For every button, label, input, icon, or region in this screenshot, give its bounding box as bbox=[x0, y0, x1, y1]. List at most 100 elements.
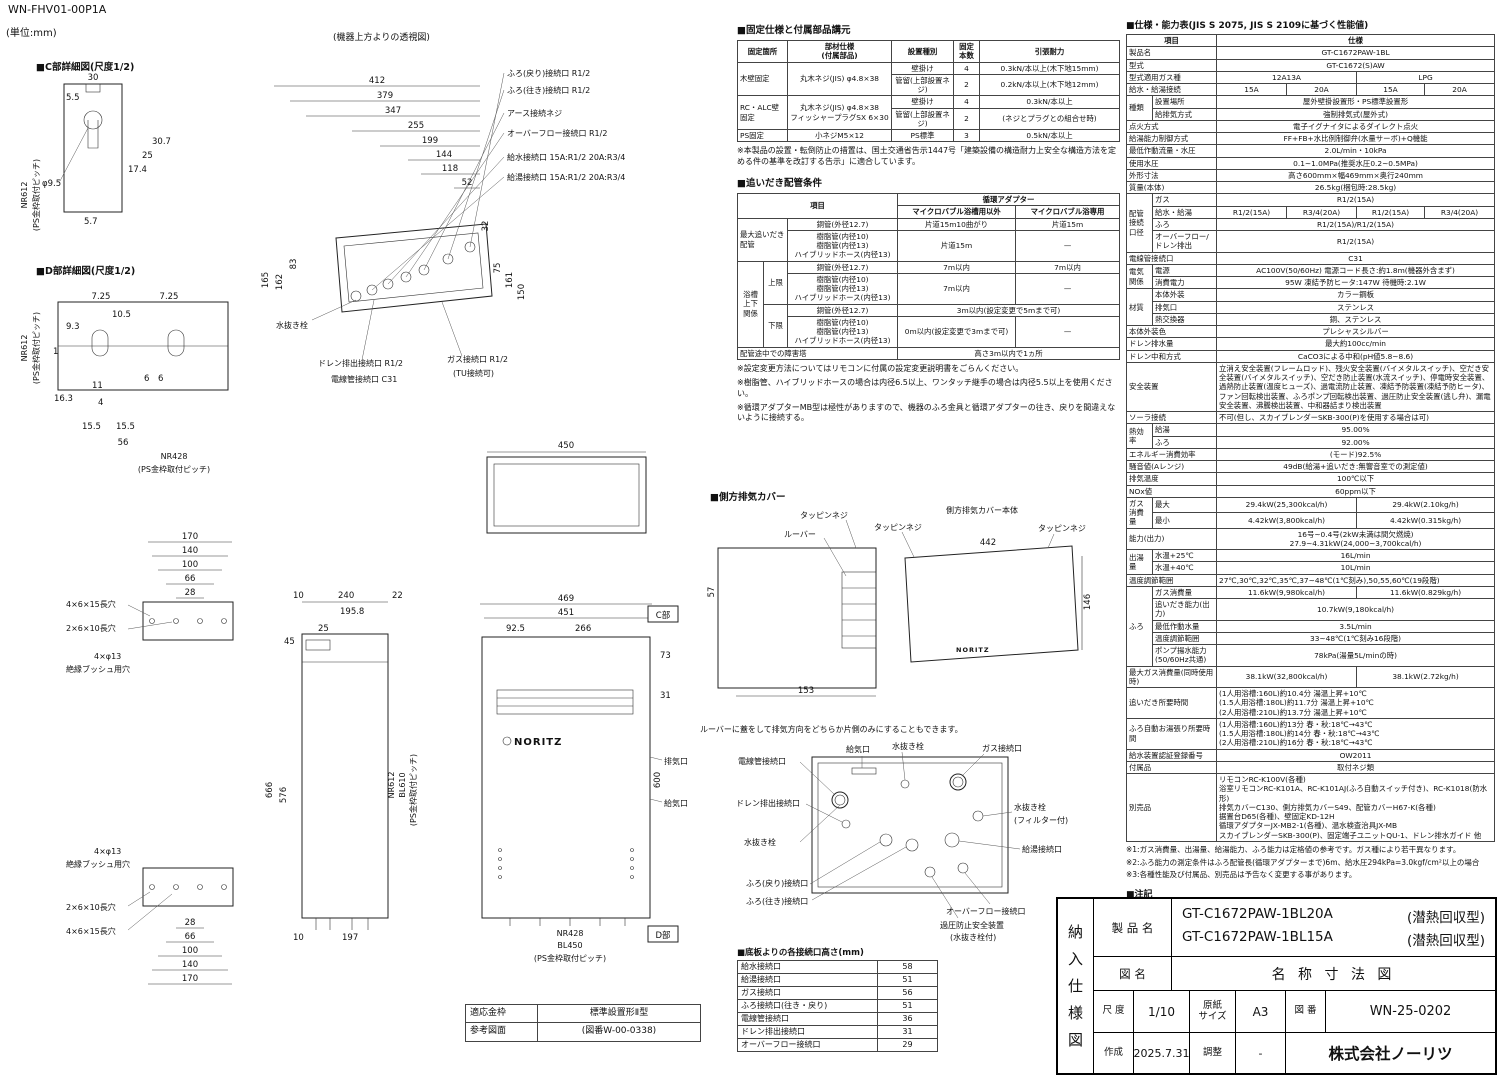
table-cell: 49dB(給湯+追いだき:無響音室での測定値) bbox=[1216, 459, 1496, 474]
table-cell: 壁掛け bbox=[891, 61, 954, 75]
gas-port-note: (TU接続可) bbox=[453, 368, 494, 378]
dim: 45 bbox=[284, 637, 295, 647]
tapping-screw-label: タッピンネジ bbox=[874, 523, 922, 532]
dim: 1 bbox=[53, 347, 58, 357]
table-cell: 0.5kN/本以上 bbox=[979, 128, 1120, 143]
scale-row: 尺 度 1/10 原紙 サイズ A3 図 番 WN-25-0202 bbox=[1094, 991, 1495, 1033]
table-cell: AC100V(50/60Hz) 電源コード長さ:約1.8m(機器外含まず) bbox=[1216, 263, 1496, 278]
drain-plug-label: 水抜き栓 bbox=[744, 837, 776, 847]
dim: 92.5 bbox=[506, 624, 525, 634]
product-model: GT-C1672PAW-1BL15A bbox=[1182, 929, 1333, 945]
table-cell: 16L/min bbox=[1216, 548, 1496, 563]
exhaust-label: 排気口 bbox=[664, 756, 688, 766]
center-tables-column: ■固定仕様と付属部品講元 固定箇所部材仕様 (付属部品)設置種別固定本数引張耐力… bbox=[736, 22, 1122, 424]
table-cell: 設置場所 bbox=[1151, 95, 1218, 109]
dim: 73 bbox=[660, 651, 671, 661]
table-cell: 型式 bbox=[1125, 58, 1218, 72]
side-view: 10 240 22 195.8 25 45 666 576 NR612 BL61… bbox=[265, 591, 418, 943]
dim: 170 bbox=[182, 532, 198, 542]
product-names: GT-C1672PAW-1BL20A (潜熱回収型) GT-C1672PAW-1… bbox=[1172, 899, 1495, 956]
d-section-tag: D部 bbox=[655, 930, 671, 941]
tapping-screw-label: タッピンネジ bbox=[800, 511, 848, 520]
table-cell: 95.00% bbox=[1216, 423, 1496, 437]
piping-table: 項目循環アダプターマイクロバブル浴槽用以外マイクロバブル浴専用最大追いだき配管銅… bbox=[736, 193, 1121, 360]
dim: 165 bbox=[261, 272, 271, 288]
table-cell: 樹脂管(内径10) 樹脂管(内径13) ハイブリッドホース(内径13) bbox=[786, 272, 899, 305]
table-cell: R1/2(15A)/R1/2(15A) bbox=[1216, 217, 1496, 232]
dim: 5.7 bbox=[84, 217, 98, 227]
mounting-holes-bottom: 4×φ13 絶縁ブッシュ用穴 2×6×10長穴 4×6×15長穴 28 66 1… bbox=[66, 847, 234, 985]
table-cell: オーバーフロー接続口 bbox=[737, 1038, 878, 1052]
table-cell: (図番W-00-0338) bbox=[537, 1022, 701, 1042]
conduit-label: 電線管接続口 C31 bbox=[331, 374, 397, 384]
drain-plug-label: 水抜き栓 bbox=[1014, 802, 1046, 812]
table-cell: リモコンRC-K100V(各種) 浴室リモコンRC-K101A、RC-K101A… bbox=[1216, 773, 1496, 842]
table-cell: ガス消費量 bbox=[1126, 496, 1153, 529]
table-cell: プレシャスシルバー bbox=[1216, 324, 1496, 339]
top-perspective-view: (機器上方よりの透視図) 412 379 347 255 199 144 118… bbox=[261, 31, 625, 384]
cover-body-label: 側方排気カバー本体 bbox=[946, 505, 1018, 515]
table-cell: (1人用浴槽:160L)約10.4分 湯温上昇+10℃ (1.5人用浴槽:180… bbox=[1216, 687, 1496, 719]
table-cell: 給湯 bbox=[1151, 423, 1218, 437]
dim: 150 bbox=[517, 284, 527, 300]
table-cell: 樹脂管(内径10) 樹脂管(内径13) ハイブリッドホース(内径13) bbox=[786, 315, 899, 348]
created-value: 2025.7.31 bbox=[1134, 1033, 1190, 1073]
slot-label: 4×6×15長穴 bbox=[66, 599, 116, 609]
slot-label: 2×6×10長穴 bbox=[66, 623, 116, 633]
table-cell: ステンレス bbox=[1216, 300, 1496, 314]
table-cell: 温度調節範囲 bbox=[1151, 631, 1218, 646]
table-cell: 項目 bbox=[1125, 33, 1218, 48]
pitch-label: NR612 bbox=[20, 182, 29, 209]
port-label: ふろ(往き)接続口 R1/2 bbox=[507, 85, 590, 95]
pitch-note: (PS金枠取付ピッチ) bbox=[31, 312, 41, 384]
table-cell: LPG bbox=[1356, 70, 1496, 85]
furo-supply-label: ふろ(往き)接続口 bbox=[746, 896, 808, 906]
footer-row: 作成 2025.7.31 調整 - 株式会社ノーリツ bbox=[1094, 1033, 1495, 1073]
dim: 146 bbox=[1083, 594, 1093, 610]
table-cell: 電子イグナイタによるダイレクト点火 bbox=[1216, 119, 1496, 134]
figure-name: 名 称 寸 法 図 bbox=[1271, 966, 1396, 983]
table-cell: 4.42kW(3,800kcal/h) bbox=[1216, 512, 1358, 529]
pitch-note: (PS金枠取付ピッチ) bbox=[31, 159, 41, 231]
table-cell: 安全装置 bbox=[1125, 361, 1218, 413]
table-cell: 熱交換器 bbox=[1151, 312, 1218, 327]
table-cell: 追いだき能力(出力) bbox=[1151, 598, 1218, 621]
dim: 170 bbox=[182, 974, 198, 984]
table-cell: RC・ALC壁固定 bbox=[737, 95, 788, 130]
fixing-table-title: ■固定仕様と付属部品講元 bbox=[737, 25, 851, 36]
table-cell: — bbox=[1015, 272, 1121, 305]
table-cell: 使用水圧 bbox=[1125, 156, 1218, 170]
title-block: 納入仕様図 製 品 名 GT-C1672PAW-1BL20A (潜熱回収型) G… bbox=[1056, 897, 1497, 1075]
dim: 412 bbox=[369, 76, 385, 86]
table-cell: ふろ bbox=[1126, 585, 1153, 667]
tapping-screw-label: タッピンネジ bbox=[1038, 524, 1086, 533]
pitch-label: NR428 bbox=[557, 929, 584, 938]
drain-outlet-label: ドレン排出接続口 R1/2 bbox=[318, 358, 403, 368]
spec-table-title: ■仕様・能力表(JIS S 2075, JIS S 2109に基づく性能値) bbox=[1126, 21, 1369, 31]
spec-column: ■仕様・能力表(JIS S 2075, JIS S 2109に基づく性能値) 項… bbox=[1125, 18, 1496, 951]
table-cell: 樹脂管(内径10) 樹脂管(内径13) ハイブリッドホース(内径13) bbox=[786, 229, 899, 262]
table-cell: 銅管(外径12.7) bbox=[786, 217, 899, 231]
table-cell: 片道15m bbox=[897, 229, 1017, 262]
table-cell: 4 bbox=[953, 95, 980, 109]
table-cell: 78kPa(湯量5L/minの時) bbox=[1216, 644, 1496, 667]
table-cell: 高さ600mm×幅469mm×奥行240mm bbox=[1216, 168, 1496, 183]
table-cell: PS標準 bbox=[891, 128, 954, 143]
table-cell: 型式適用ガス種 bbox=[1125, 70, 1218, 85]
table-cell: 屋外壁掛設置形・PS標準設置形 bbox=[1216, 95, 1496, 109]
fixing-table: 固定箇所部材仕様 (付属部品)設置種別固定本数引張耐力木壁固定丸木ネジ(JIS)… bbox=[737, 40, 1120, 143]
drain-plug-note: (フィルター付) bbox=[1014, 815, 1068, 825]
pitch-label: BL450 bbox=[557, 941, 582, 950]
table-cell: 0m以内(設定変更で3mまで可) bbox=[897, 315, 1017, 348]
table-cell: 最低作動流量・水圧 bbox=[1125, 144, 1218, 158]
side-cover-note: ルーバーに蓋をして排気方向をどちらか片側のみにすることもできます。 bbox=[700, 724, 963, 734]
table-cell: 最低作動水量 bbox=[1151, 619, 1218, 633]
table-cell: 29.4kW(2.10kg/h) bbox=[1356, 496, 1496, 514]
pitch-label: NR612 bbox=[387, 772, 396, 799]
port-label: オーバーフロー接続口 R1/2 bbox=[507, 128, 607, 138]
heights-table-title: ■底板よりの各接続口高さ(mm) bbox=[737, 948, 864, 958]
dim: 450 bbox=[558, 441, 574, 451]
